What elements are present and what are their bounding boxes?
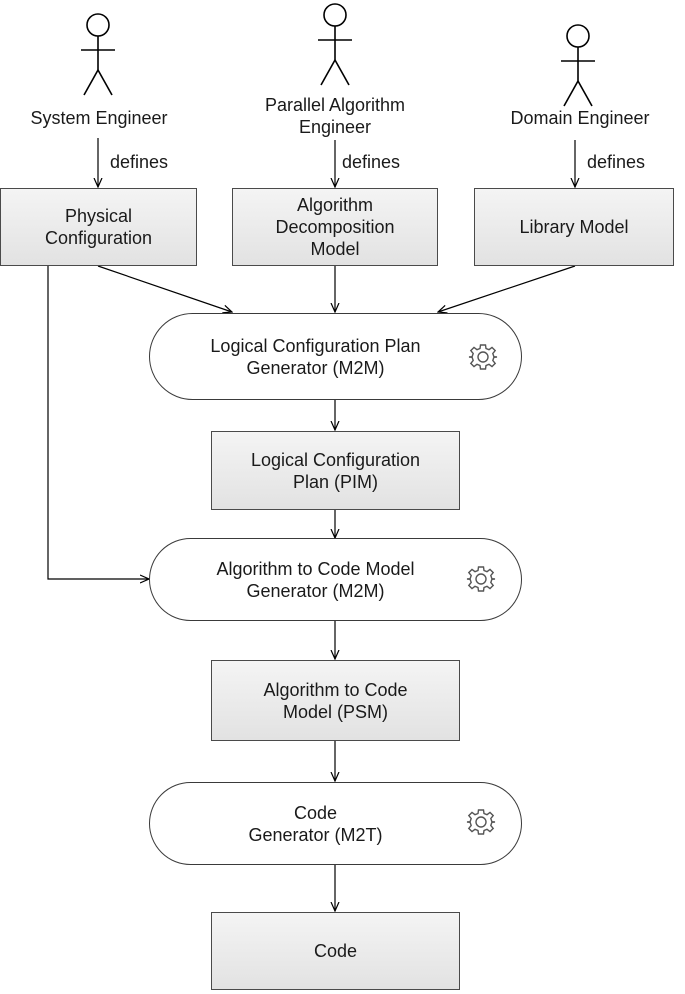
actor-label-parallel-algorithm-engineer: Parallel Algorithm Engineer <box>264 95 406 137</box>
gear-icon <box>466 809 496 835</box>
library-model-box: Library Model <box>474 188 674 266</box>
logical-configuration-plan-generator: Logical Configuration Plan Generator (M2… <box>149 313 522 400</box>
arrow-library-to-lcp-generator <box>438 265 576 312</box>
defines-label-parallel-algorithm-engineer: defines <box>342 152 401 172</box>
parallel-algorithm-engineer-icon <box>317 3 353 86</box>
actor-label-domain-engineer: Domain Engineer <box>510 108 650 128</box>
code-box: Code <box>211 912 460 990</box>
physical-configuration-box: Physical Configuration <box>0 188 197 266</box>
code-generator: Code Generator (M2T) <box>149 782 522 865</box>
gear-icon <box>468 344 498 370</box>
arrow-physical-to-atc-generator <box>47 266 149 579</box>
actor-label-system-engineer: System Engineer <box>30 108 168 128</box>
code-generator-label: Code Generator (M2T) <box>248 802 383 845</box>
defines-label-domain-engineer: defines <box>587 152 646 172</box>
domain-engineer-icon <box>560 24 596 107</box>
arrow-physical-to-lcp-generator <box>97 265 232 312</box>
logical-configuration-plan-generator-label: Logical Configuration Plan Generator (M2… <box>210 335 421 378</box>
algorithm-to-code-model-generator: Algorithm to Code Model Generator (M2M) <box>149 538 522 621</box>
algorithm-to-code-model-generator-label: Algorithm to Code Model Generator (M2M) <box>216 558 415 601</box>
algorithm-decomposition-model-box: Algorithm Decomposition Model <box>232 188 438 266</box>
logical-configuration-plan-box: Logical Configuration Plan (PIM) <box>211 431 460 510</box>
algorithm-to-code-model-box: Algorithm to Code Model (PSM) <box>211 660 460 741</box>
gear-icon <box>466 566 496 592</box>
system-engineer-icon <box>80 13 116 96</box>
defines-label-system-engineer: defines <box>110 152 169 172</box>
